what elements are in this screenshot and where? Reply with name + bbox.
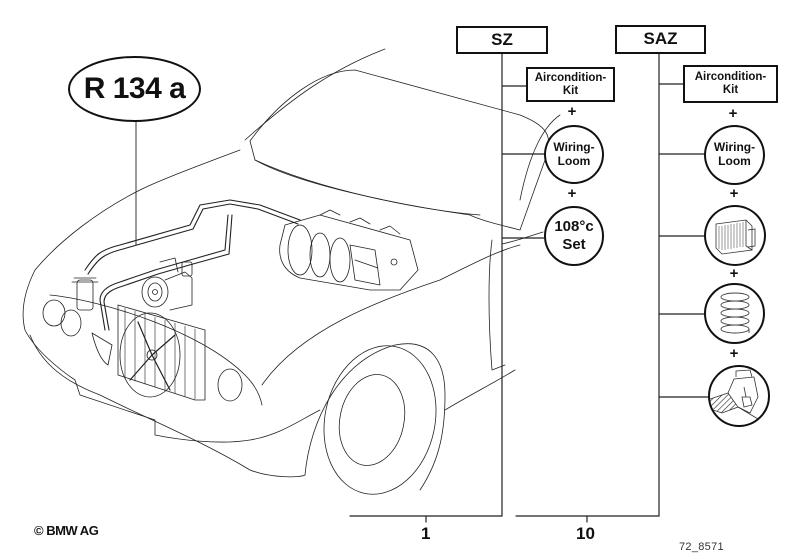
ac-pipe-upper [84,199,301,271]
grille-line [49,294,263,406]
fan-blades [129,321,176,391]
kidney-grille [91,332,113,366]
saz-spring-circle [704,283,765,344]
headlight-2 [60,309,82,337]
refrigerant-label: R 134 a [68,56,201,122]
saz-kit-label-1: Aircondition- [694,71,767,84]
condenser [117,304,206,401]
saz-wiring-label-1: Wiring- [713,140,756,155]
hood-rear-edge [254,159,481,216]
drawing-reference-number: 72_8571 [679,541,724,553]
coil-spring-icon [720,292,749,333]
car-lower-front [29,334,306,478]
sz-set-label: Set [562,236,586,253]
saz-kit-label-2: Kit [722,84,739,96]
sz-kit-label-1: Aircondition- [534,71,607,84]
refrigerant-text: R 134 a [83,72,186,105]
compressor-pulley [141,276,169,308]
side-body [444,369,516,411]
windshield-outline [249,69,550,231]
saz-aircondition-kit-box: Aircondition- Kit [683,65,778,103]
saz-code: SAZ [643,29,678,49]
radiator-icon [715,219,756,254]
headlight-1 [42,299,66,327]
sz-wiring-label-1: Wiring- [553,139,595,154]
tire-outline [323,345,437,495]
sz-108c-set-circle: 108°c Set [544,206,604,266]
ac-pipe-lower-2 [103,214,233,331]
wheel-arch [304,343,446,491]
evaporator-housing [279,214,419,291]
saz-variant-box: SAZ [615,25,706,54]
plus-sign: + [729,265,739,282]
sz-code: SZ [491,29,513,49]
saz-wiring-loom-circle: Wiring- Loom [704,125,765,185]
hood-outline [34,149,241,271]
plus-sign: + [729,185,739,202]
saz-quantity: 10 [576,524,595,543]
plus-sign: + [728,105,738,122]
plus-sign: + [567,185,577,202]
ac-pipe-lower [99,214,229,331]
fan-hub [146,349,158,361]
receiver-drier [76,279,94,311]
sz-quantity: 1 [421,524,431,543]
copyright-text: © BMW AG [34,523,99,538]
saz-quantity-bracket [515,515,660,523]
saz-console-circle [708,365,770,427]
sz-kit-label-2: Kit [562,84,579,97]
sz-aircondition-kit-box: Aircondition- Kit [526,67,615,102]
headlight-3 [217,368,243,402]
car-front-outline [22,269,321,443]
sz-wiring-loom-circle: Wiring- Loom [544,125,604,184]
saz-radiator-circle [704,205,766,266]
compressor-body [164,271,193,311]
saz-wiring-label-2: Loom [718,154,751,168]
car-roof-line [244,48,386,141]
door-line [488,239,506,371]
wheel-rim [338,374,406,466]
sz-108c-label: 108°c [554,218,594,235]
fender-line [261,244,521,386]
plus-sign: + [567,103,577,120]
plus-sign: + [729,345,739,362]
sz-wiring-label-2: Loom [557,153,591,168]
sz-quantity-bracket [349,515,503,523]
sz-variant-box: SZ [456,26,548,54]
center-console-icon [710,369,759,420]
ac-pipe-upper-2 [87,203,299,275]
fan-shroud [119,312,181,398]
